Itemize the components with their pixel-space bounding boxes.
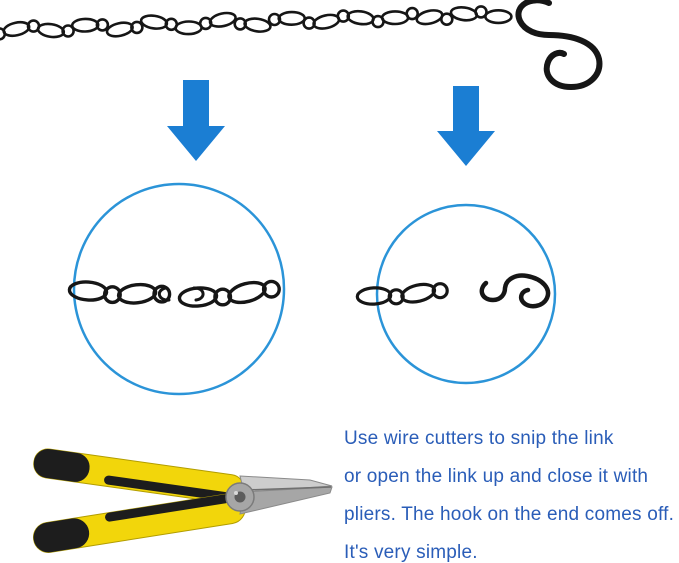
chain-connector-link <box>61 24 75 38</box>
instruction-text: Use wire cutters to snip the link or ope… <box>344 420 676 563</box>
chain-link <box>70 17 100 33</box>
chain-link <box>355 286 393 306</box>
chain-link <box>174 20 203 36</box>
zoom-circle-right <box>375 203 557 385</box>
caption-line: It's very simple. <box>344 542 478 563</box>
zoom-circle-left <box>72 182 286 396</box>
chain-link <box>484 8 513 25</box>
zoom-left-chain-segment <box>67 280 172 305</box>
chain-connector-link <box>261 279 281 299</box>
pliers-joint-highlight <box>234 491 238 495</box>
chain-link <box>400 282 437 304</box>
zoom-right-chain-segment <box>355 282 449 306</box>
chain-link <box>346 9 375 26</box>
chain-link <box>116 282 158 305</box>
chain-link <box>36 22 66 39</box>
chain-connector-link <box>95 18 110 32</box>
pliers-jaw-seam <box>245 486 332 491</box>
caption-line: pliers. The hook on the end comes off. <box>344 504 675 525</box>
upper-handle-grip-stripe <box>104 475 229 501</box>
chain-link <box>312 13 341 30</box>
down-arrow-left-icon <box>167 80 225 161</box>
caption-line: Use wire cutters to snip the link <box>344 428 614 449</box>
s-hook-small-icon <box>479 273 551 309</box>
zoom-left-chain-segment <box>177 279 281 308</box>
chain-link <box>277 10 306 27</box>
chain-link <box>243 17 272 33</box>
cut-link-end-left <box>157 286 171 302</box>
chain-link <box>139 14 169 30</box>
chain-link <box>105 21 134 38</box>
upper-handle-tip <box>33 449 90 482</box>
chain-link <box>449 6 479 22</box>
chain-link <box>2 20 31 38</box>
pliers-upper-handle <box>33 448 245 505</box>
lower-handle-tip <box>33 518 90 553</box>
down-arrow-right-icon <box>437 86 495 166</box>
chain-link <box>415 9 444 26</box>
chain-link <box>380 10 410 26</box>
s-hook-large-icon <box>515 0 603 91</box>
chain-connector-link <box>474 5 488 19</box>
caption-line: or open the link up and close it with <box>344 466 649 487</box>
chain-link <box>208 11 237 28</box>
chain-connector-link <box>152 284 172 304</box>
chain-connector-link <box>130 20 144 35</box>
chain-connector-link <box>405 6 420 21</box>
chain-connector-link <box>439 12 454 27</box>
pliers-image <box>32 448 333 553</box>
chain-link <box>227 280 267 305</box>
cut-link-end-right <box>192 286 205 302</box>
top-chain <box>0 5 513 41</box>
pliers-lower-handle <box>32 493 246 553</box>
lower-handle-grip-stripe <box>105 494 230 522</box>
chain-connector-link <box>431 282 449 300</box>
